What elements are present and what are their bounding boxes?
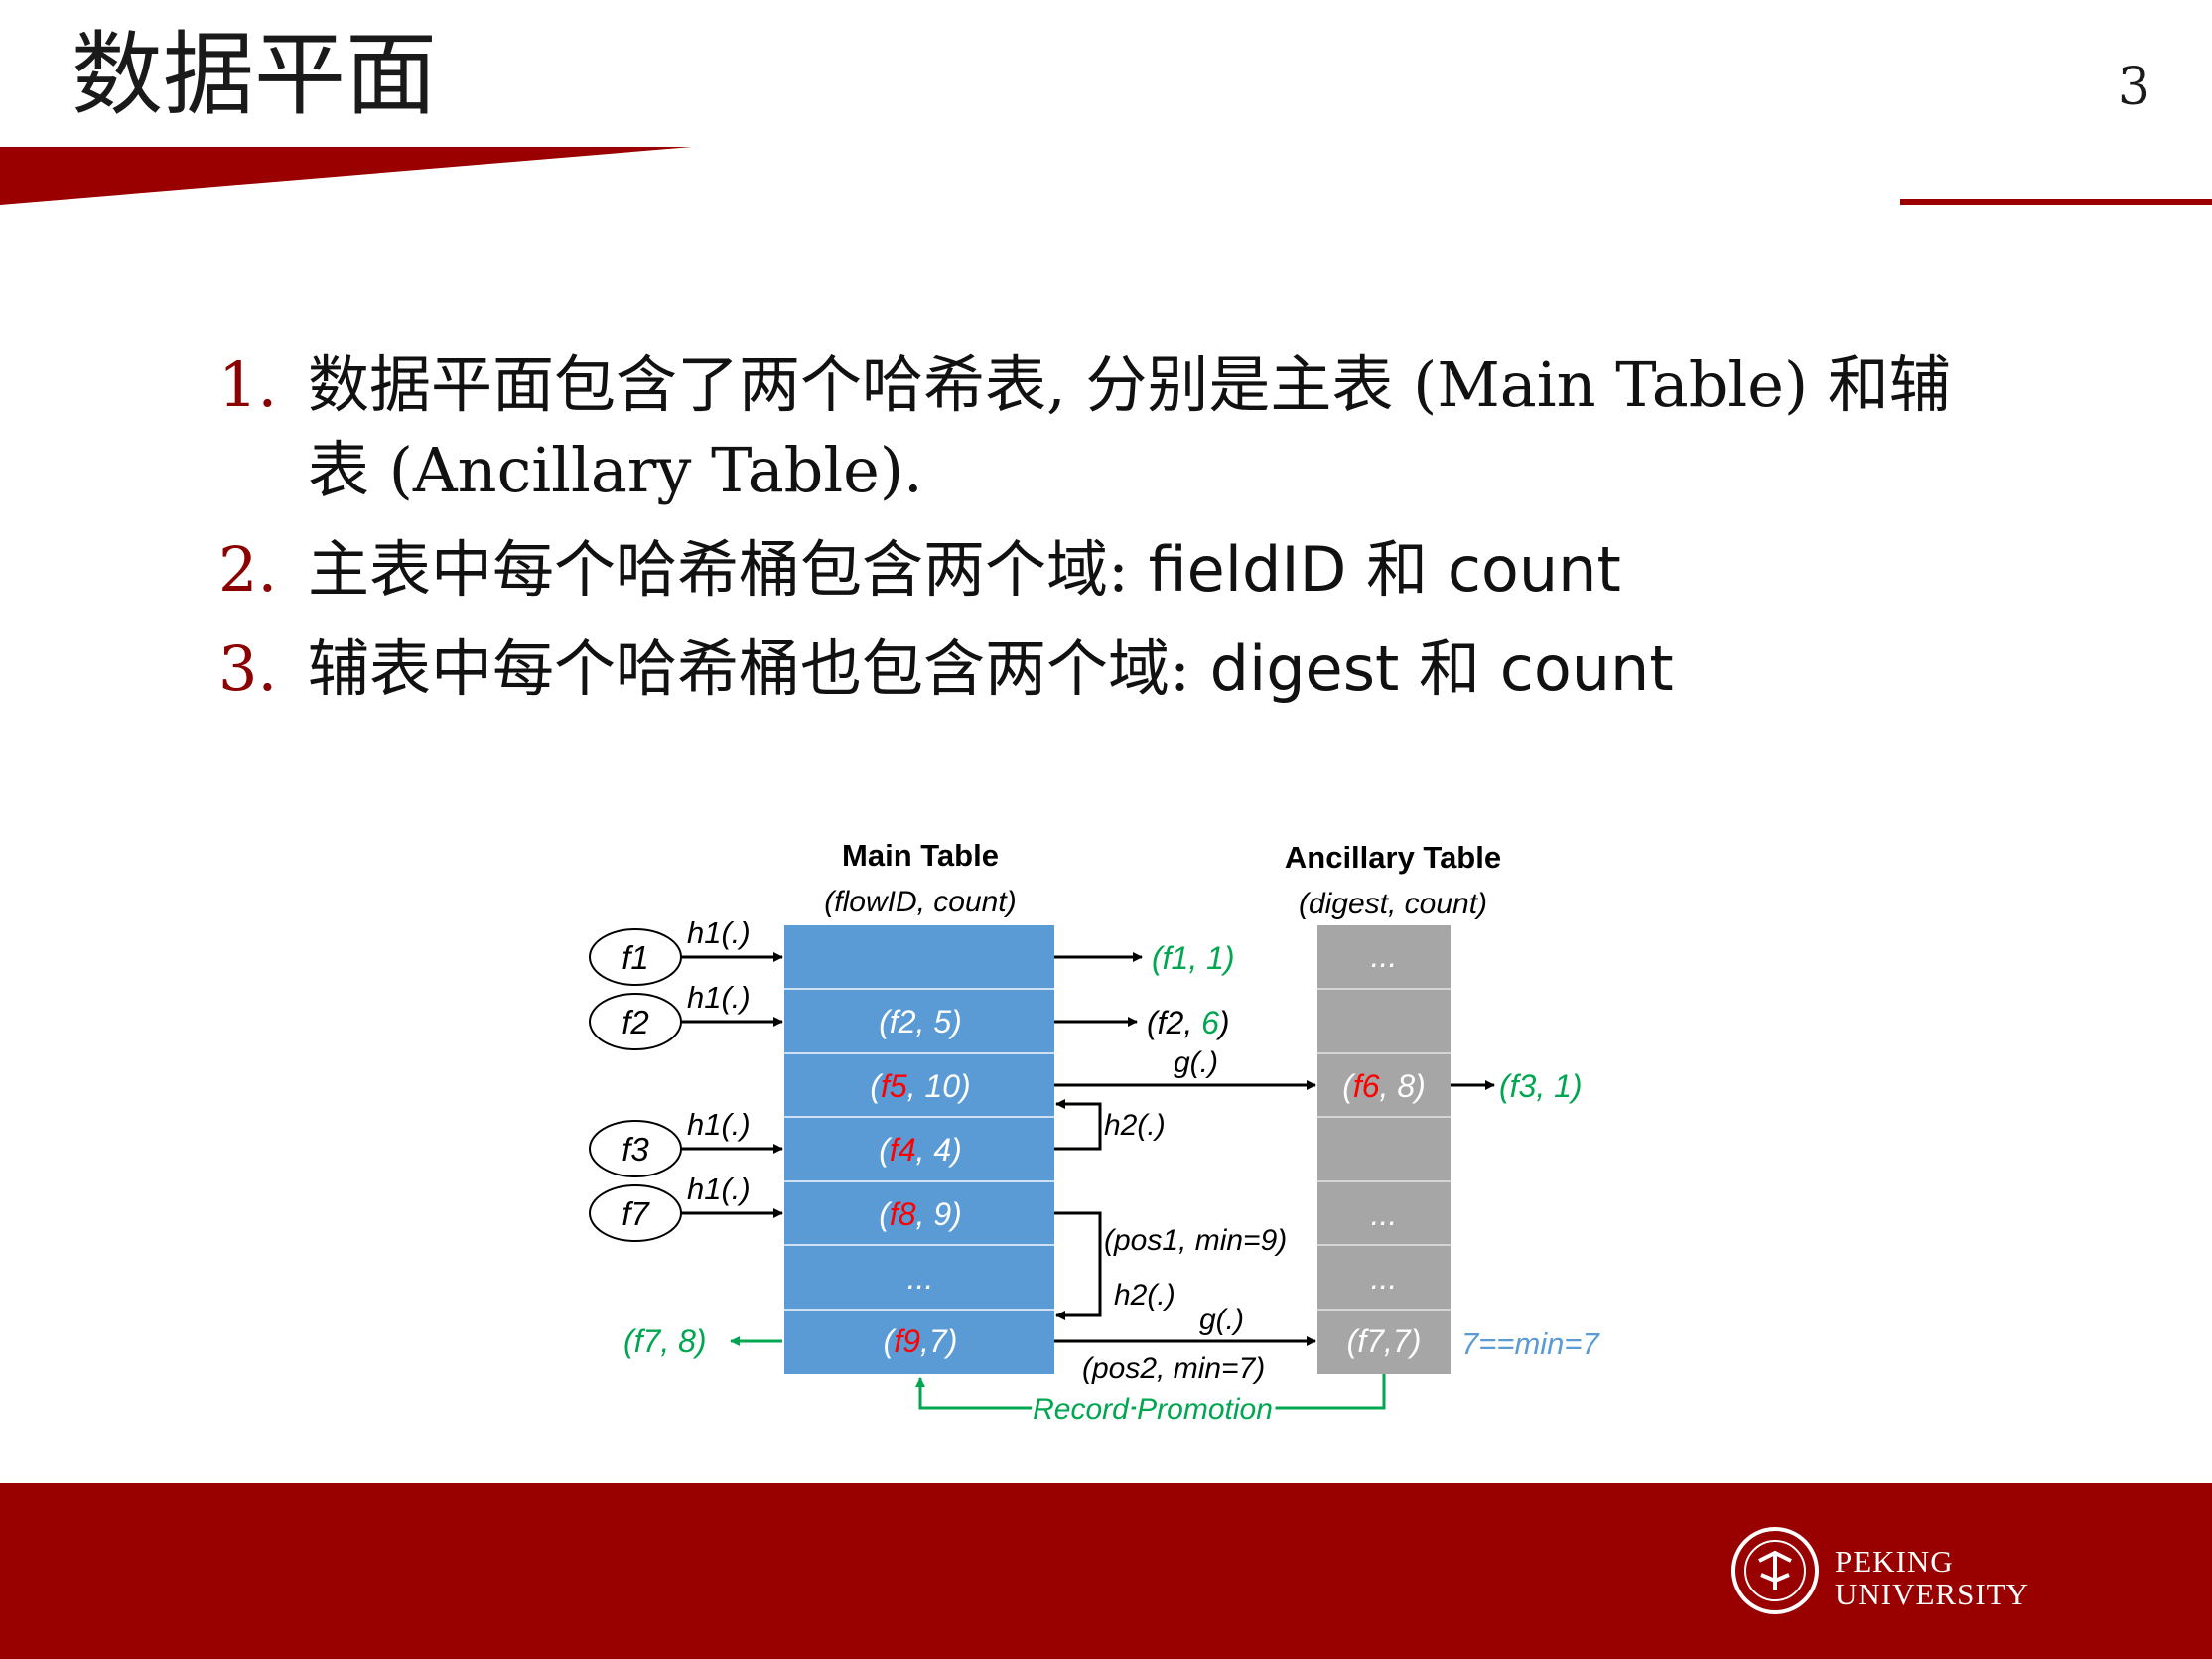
logo-line-1: PEKING — [1835, 1544, 1954, 1579]
field-name: fieldID — [1148, 533, 1347, 606]
bullet-number: 1. — [218, 348, 278, 421]
ancillary-table-title: Ancillary Table — [1285, 840, 1501, 875]
logo-line-2: UNIVERSITY — [1835, 1577, 2029, 1611]
anc-row-6: ... — [1371, 1260, 1398, 1296]
title-underline-wedge — [0, 147, 692, 205]
field-name: count — [1447, 533, 1621, 606]
anc-row-7: (f7,7) — [1347, 1323, 1422, 1359]
main-row-6: ... — [907, 1260, 934, 1296]
bullet-conjunction: 和 — [1346, 533, 1448, 606]
main-table-subtitle: (flowID, count) — [824, 886, 1016, 918]
main-table-title: Main Table — [842, 838, 999, 873]
promotion-arrows — [730, 1336, 1386, 1410]
page-title: 数据平面 — [71, 22, 438, 128]
bullet-text: 数据平面包含了两个哈希表, 分别是主表 (Main Table) 和辅 — [308, 348, 1951, 421]
bullet-text-continued: 表 (Ancillary Table). — [308, 434, 923, 506]
bullet-text: 辅表中每个哈希桶也包含两个域: — [308, 632, 1210, 705]
ancillary-table: ... (f6, 8) ... ... (f7,7) — [1317, 925, 1451, 1374]
pos2-label: (pos2, min=7) — [1082, 1352, 1265, 1385]
university-seal-icon — [1731, 1527, 1819, 1614]
footer-bar — [0, 1483, 2212, 1659]
bullet-item-1: 1. 数据平面包含了两个哈希表, 分别是主表 (Main Table) 和辅 表… — [218, 343, 2085, 513]
bullet-text: 主表中每个哈希桶包含两个域: — [308, 533, 1149, 606]
h1-label-f1: h1(.) — [687, 915, 751, 950]
field-name: digest — [1209, 632, 1400, 705]
flow-f7-label: f7 — [622, 1195, 650, 1232]
main-row-4: (f4, 4) — [879, 1132, 962, 1168]
output-f3: (f3, 1) — [1499, 1068, 1583, 1104]
g-label-lower: g(.) — [1199, 1304, 1244, 1336]
anc-row-5: ... — [1371, 1196, 1398, 1232]
flow-f1-label: f1 — [622, 939, 649, 976]
page-number: 3 — [2117, 58, 2150, 117]
g-label-upper: g(.) — [1174, 1046, 1218, 1079]
bullet-list: 1. 数据平面包含了两个哈希表, 分别是主表 (Main Table) 和辅 表… — [218, 343, 2085, 726]
main-row-3: (f5, 10) — [870, 1068, 970, 1104]
anc-row-3: (f6, 8) — [1342, 1068, 1426, 1104]
main-row-5: (f8, 9) — [879, 1196, 962, 1232]
ancillary-table-body — [1317, 925, 1451, 1374]
bullet-item-2: 2. 主表中每个哈希桶包含两个域: fieldID 和 count — [218, 527, 2085, 613]
h1-label-f7: h1(.) — [687, 1172, 751, 1206]
flow-f2-label: f2 — [622, 1004, 649, 1040]
flow-f3-label: f3 — [622, 1131, 649, 1168]
main-row-7: (f9,7) — [884, 1323, 958, 1359]
output-f1: (f1, 1) — [1152, 940, 1235, 976]
h1-label-f3: h1(.) — [687, 1107, 751, 1142]
right-accent-line — [1900, 199, 2212, 205]
header-decoration — [0, 147, 2212, 205]
main-table-body — [784, 925, 1054, 1374]
main-row-2: (f2, 5) — [879, 1004, 962, 1039]
field-name: count — [1499, 632, 1674, 705]
hash-table-diagram: Main Table (flowID, count) Ancillary Tab… — [589, 838, 1601, 1426]
h2-label-upper: h2(.) — [1104, 1109, 1166, 1142]
bullet-conjunction: 和 — [1399, 632, 1500, 705]
output-arrows — [1054, 952, 1495, 1346]
h2-label-lower: h2(.) — [1114, 1279, 1175, 1312]
min-equality-label: 7==min=7 — [1461, 1326, 1601, 1361]
bullet-item-3: 3. 辅表中每个哈希桶也包含两个域: digest 和 count — [218, 626, 2085, 712]
main-table-dividers — [784, 988, 1054, 1311]
output-f7: (f7, 8) — [623, 1323, 707, 1359]
university-logo-text: PEKING UNIVERSITY — [1835, 1545, 2029, 1610]
anc-row-1: ... — [1371, 938, 1398, 974]
pos1-label: (pos1, min=9) — [1104, 1224, 1287, 1257]
output-f2: (f2, 6) — [1147, 1005, 1230, 1040]
h1-label-f2: h1(.) — [687, 980, 751, 1015]
main-table: (f2, 5) (f5, 10) (f4, 4) (f8, 9) ... (f9… — [784, 925, 1054, 1374]
bullet-number: 2. — [218, 533, 278, 606]
ancillary-table-subtitle: (digest, count) — [1299, 888, 1487, 920]
record-promotion-label: Record Promotion — [1033, 1393, 1273, 1426]
h1-arrows — [681, 952, 783, 1218]
bullet-number: 3. — [218, 632, 278, 705]
